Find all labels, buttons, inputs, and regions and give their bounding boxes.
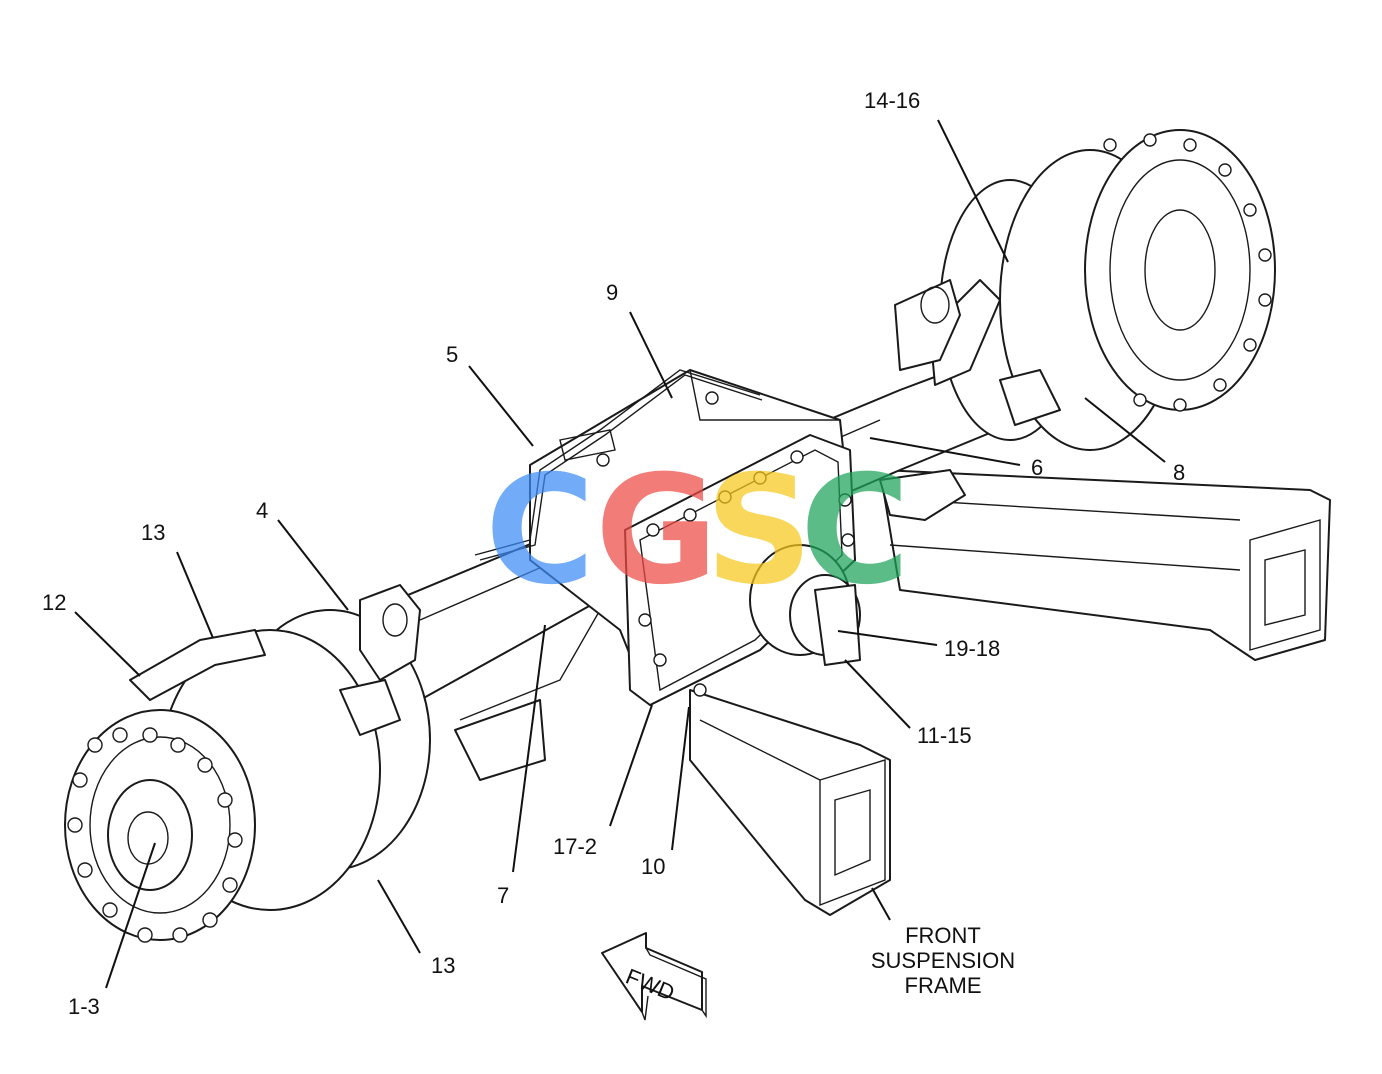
suspension-frame-lower-arm [689,689,891,916]
frame-label: FRONT SUSPENSION FRAME [871,923,1015,998]
callout-14-16: 14-16 [864,88,920,113]
leader-1-3 [105,842,156,989]
callout-17-2: 17-2 [553,834,597,859]
trunnion-lugs [359,279,966,681]
leader-11-15 [844,659,911,729]
watermark-letter-2: G [595,444,718,618]
watermark-letter-1: C [485,444,595,618]
fwd-direction-arrow: FWD [601,932,707,1021]
callout-11-15: 11-15 [917,723,972,748]
leader-13-top [176,551,214,639]
leader-9 [629,311,673,399]
callout-9: 9 [606,280,618,305]
callout-12: 12 [42,590,66,615]
left-wheel-hub [64,609,431,943]
leader-12 [74,611,141,677]
frame-label-line3: FRAME [905,973,982,998]
callout-10: 10 [641,854,665,879]
axle-drawing [64,129,1331,943]
leader-13-bottom [377,879,421,954]
leader-lines [74,119,1166,989]
callout-13-bottom: 13 [431,953,455,978]
pinion-yoke [749,544,861,666]
right-wheel-hub [929,129,1276,451]
leader-4 [277,519,349,611]
leader-17-2 [609,704,653,827]
callout-4: 4 [256,498,268,523]
leader-8 [1084,397,1166,463]
watermark-letter-4: C [800,444,910,618]
leader-7 [512,624,546,873]
frame-label-line2: SUSPENSION [871,948,1015,973]
callout-19-18: 19-18 [944,636,1000,661]
callout-labels: 14-16 9 5 6 8 4 13 12 19-18 11-15 17-2 1… [42,88,1185,1019]
leader-10 [671,706,690,851]
callout-7: 7 [497,883,509,908]
callout-6: 6 [1031,455,1043,480]
leader-frame [871,887,891,921]
leader-5 [468,365,534,447]
leader-14-16 [937,119,1009,263]
watermark-letter-3: S [705,444,813,618]
brake-lines [474,369,763,561]
cgsc-watermark: C G S C [485,444,910,618]
callout-13-top: 13 [141,520,165,545]
frame-label-line1: FRONT [905,923,981,948]
callout-5: 5 [446,342,458,367]
callout-1-3: 1-3 [68,994,100,1019]
leader-19-18 [837,630,938,646]
suspension-frame-right-arm [879,469,1331,661]
leader-6 [869,437,1021,466]
callout-8: 8 [1173,460,1185,485]
